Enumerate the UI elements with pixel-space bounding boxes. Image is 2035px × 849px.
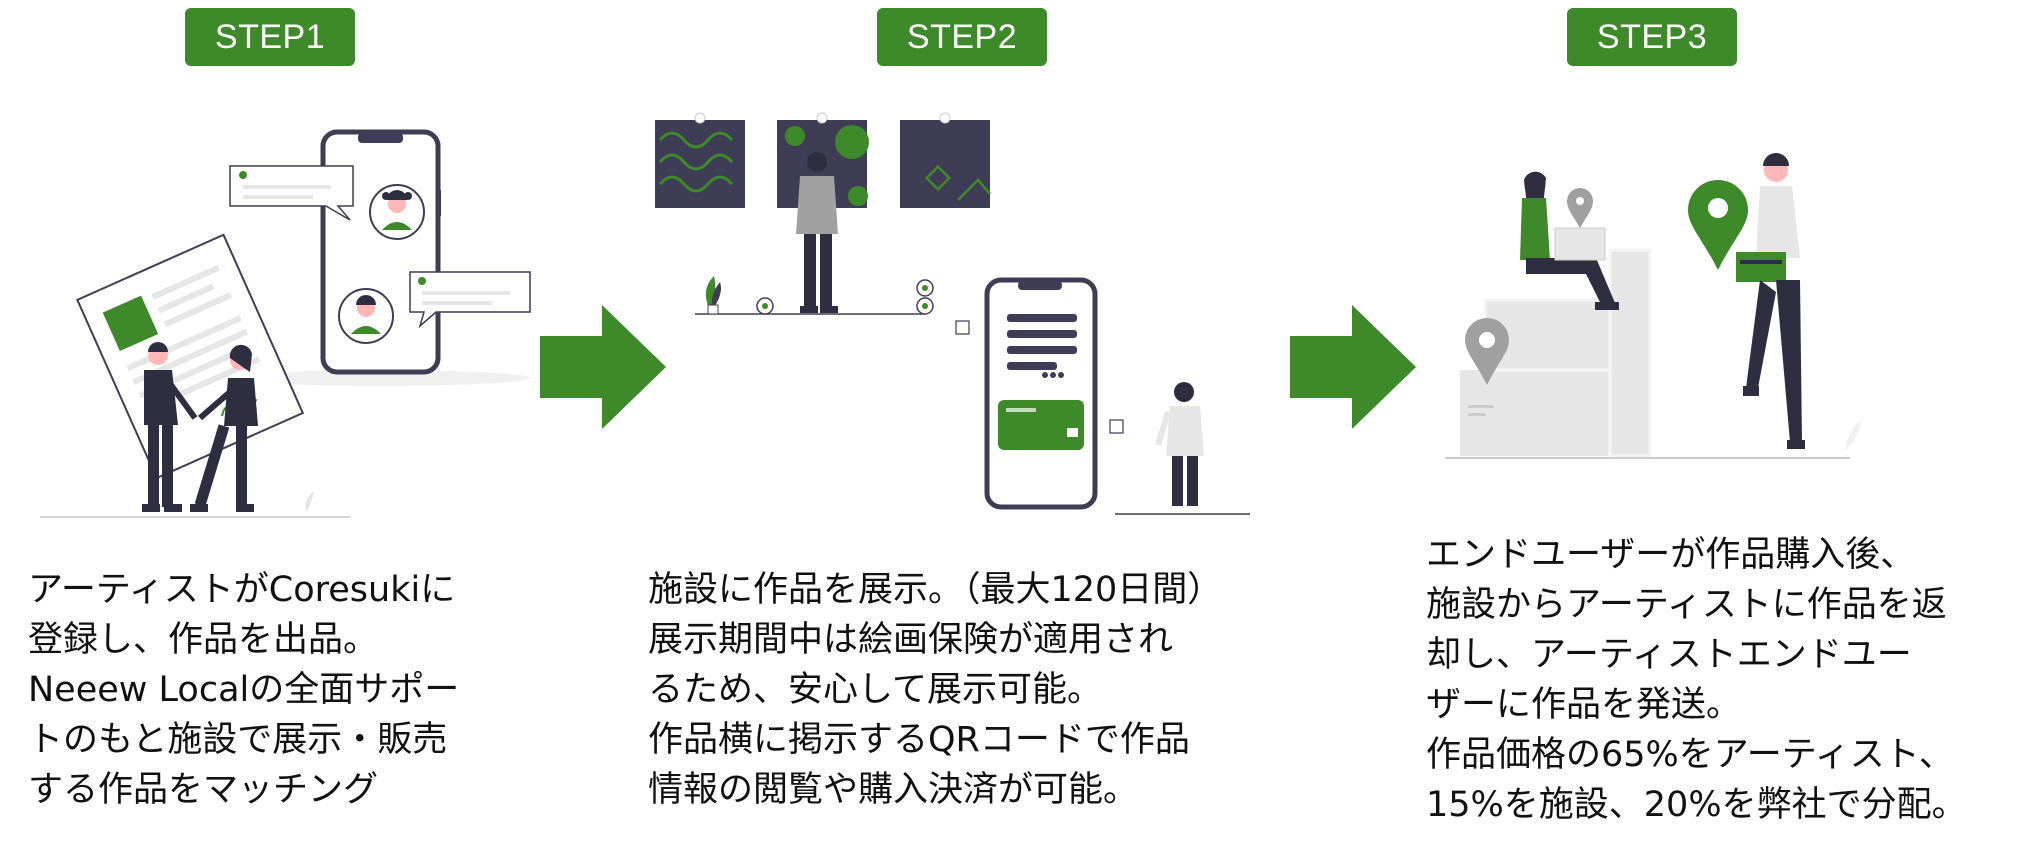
gallery-exhibition-mobile-payment-illustration [655, 112, 1250, 515]
description-line: 却し、アーティストエンドユー [1426, 635, 1912, 675]
description-line: ザーに作品を発送。 [1426, 685, 1742, 725]
description-line: 展示期間中は絵画保険が適用され [648, 620, 1174, 660]
description-line: 施設に作品を展示。（最大120日間） [648, 570, 1223, 610]
description-line: する作品をマッチング [28, 770, 379, 810]
description-line: 作品横に掲示するQRコードで作品 [648, 720, 1190, 760]
step3-badge: STEP3 [1567, 8, 1737, 66]
next-step-arrow [540, 305, 666, 429]
artist-registration-handshake-illustration [40, 129, 531, 518]
step3-description: エンドユーザーが作品購入後、 施設からアーティストに作品を返 却し、アーティスト… [1426, 530, 1967, 830]
description-line: 15%を施設、20%を弊社で分配。 [1426, 785, 1967, 825]
description-line: アーティストがCoresukiに [28, 570, 456, 610]
description-line: るため、安心して展示可能。 [648, 670, 1102, 710]
description-line: Neeew Localの全面サポー [28, 670, 460, 710]
step1-description: アーティストがCoresukiに 登録し、作品を出品。 Neeew Localの… [28, 565, 459, 815]
step2-description: 施設に作品を展示。（最大120日間） 展示期間中は絵画保険が適用され るため、安… [648, 565, 1222, 815]
next-step-arrow [1290, 305, 1416, 429]
description-line: 情報の閲覧や購入決済が可能。 [648, 770, 1139, 810]
description-line: 施設からアーティストに作品を返 [1426, 585, 1947, 625]
description-line: 作品価格の65%をアーティスト、 [1426, 735, 1954, 775]
delivery-shipping-illustration [1445, 153, 1861, 459]
description-line: トのもと施設で展示・販売 [28, 720, 448, 760]
step1-badge: STEP1 [185, 8, 355, 66]
description-line: エンドユーザーが作品購入後、 [1426, 535, 1916, 575]
step2-badge: STEP2 [877, 8, 1047, 66]
description-line: 登録し、作品を出品。 [28, 620, 379, 660]
